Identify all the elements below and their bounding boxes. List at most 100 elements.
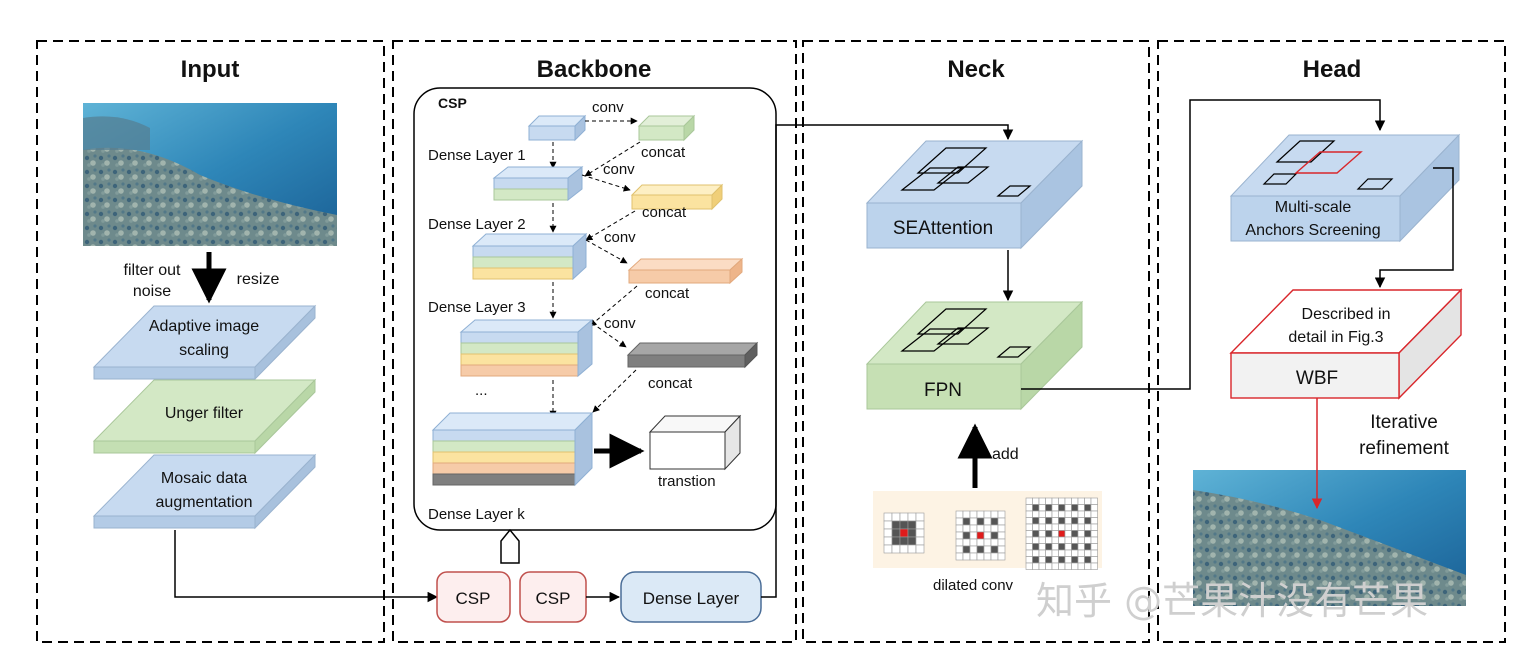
grid-cell bbox=[1051, 510, 1059, 518]
grid-cell bbox=[1051, 530, 1059, 538]
grid-cell bbox=[1077, 549, 1085, 557]
grid-cell bbox=[1058, 510, 1066, 518]
backbone-panel-frame bbox=[392, 40, 797, 643]
grid-cell bbox=[969, 531, 978, 540]
dilated-conv-illustration bbox=[873, 491, 1102, 570]
resize-label: resize bbox=[237, 271, 280, 288]
grid-cell bbox=[907, 528, 917, 538]
grid-cell bbox=[915, 528, 925, 538]
ellipsis-label: ... bbox=[475, 382, 488, 399]
grid-cell bbox=[983, 531, 992, 540]
described-label-1: Described in bbox=[1302, 306, 1391, 323]
grid-cell bbox=[891, 512, 901, 522]
grid-cell bbox=[1051, 556, 1059, 564]
grid-cell bbox=[899, 528, 909, 538]
grid-cell bbox=[962, 531, 971, 540]
conv-arrow-2 bbox=[581, 174, 631, 192]
grid-cell bbox=[997, 545, 1006, 554]
grid-cell bbox=[976, 545, 985, 554]
grid-cell bbox=[891, 544, 901, 554]
concat-return-arrow-4 bbox=[592, 369, 637, 413]
grid-cell bbox=[915, 512, 925, 522]
adaptive-label-1: Adaptive image bbox=[149, 318, 259, 335]
grid-cell bbox=[1090, 562, 1098, 570]
concat-1-block bbox=[637, 114, 696, 142]
grid-cell bbox=[1077, 556, 1085, 564]
grid-cell bbox=[962, 510, 971, 519]
grid-cell bbox=[915, 520, 925, 530]
grid-cell bbox=[1084, 543, 1092, 551]
csp-block-a-label: CSP bbox=[456, 589, 491, 608]
grid-cell bbox=[1051, 504, 1059, 512]
dense-layer-k-block bbox=[431, 411, 594, 487]
grid-cell bbox=[1058, 556, 1066, 564]
grid-cell bbox=[1032, 536, 1040, 544]
grid-cell bbox=[1064, 536, 1072, 544]
grid-cell bbox=[1025, 549, 1033, 557]
grid-cell bbox=[1064, 497, 1072, 505]
backbone-title: Backbone bbox=[537, 56, 652, 83]
input-panel-frame bbox=[36, 40, 385, 643]
concat-2-label: concat bbox=[642, 204, 687, 221]
msas-label-1: Multi-scale bbox=[1275, 199, 1352, 216]
grid-cell bbox=[1045, 562, 1053, 570]
grid-cell bbox=[1058, 504, 1066, 512]
grid-cell bbox=[1084, 556, 1092, 564]
grid-cell bbox=[1045, 549, 1053, 557]
grid-cell bbox=[1045, 530, 1053, 538]
grid-cell bbox=[1032, 562, 1040, 570]
conv-label-2: conv bbox=[603, 161, 635, 178]
grid-cell bbox=[1071, 556, 1079, 564]
grid-cell bbox=[1025, 517, 1033, 525]
grid-cell bbox=[955, 524, 964, 533]
grid-cell bbox=[976, 531, 985, 540]
concat-3-label: concat bbox=[645, 285, 690, 302]
grid-cell bbox=[1032, 517, 1040, 525]
watermark: 知乎 @芒果汁没有芒果 bbox=[1036, 579, 1428, 623]
grid-cell bbox=[1090, 504, 1098, 512]
concat-return-arrow-1 bbox=[584, 141, 641, 177]
grid-cell bbox=[955, 531, 964, 540]
grid-cell bbox=[1025, 497, 1033, 505]
grid-cell bbox=[1038, 517, 1046, 525]
grid-cell bbox=[1084, 530, 1092, 538]
grid-cell bbox=[1032, 510, 1040, 518]
concat-1-label: concat bbox=[641, 144, 686, 161]
output-underwater-image bbox=[1193, 470, 1466, 606]
grid-cell bbox=[1064, 543, 1072, 551]
grid-cell bbox=[976, 517, 985, 526]
grid-cell bbox=[1071, 543, 1079, 551]
grid-cell bbox=[1064, 504, 1072, 512]
grid-cell bbox=[1025, 504, 1033, 512]
grid-cell bbox=[962, 524, 971, 533]
grid-cell bbox=[1064, 510, 1072, 518]
grid-cell bbox=[969, 545, 978, 554]
grid-cell bbox=[990, 538, 999, 547]
iterative-label-2: refinement bbox=[1359, 438, 1449, 459]
grid-cell bbox=[1071, 523, 1079, 531]
grid-cell bbox=[907, 512, 917, 522]
transition-label: transtion bbox=[658, 473, 716, 490]
grid-cell bbox=[1090, 510, 1098, 518]
grid-cell bbox=[1084, 510, 1092, 518]
grid-cell bbox=[1071, 510, 1079, 518]
grid-cell bbox=[1051, 549, 1059, 557]
grid-cell bbox=[983, 524, 992, 533]
grid-cell bbox=[1025, 536, 1033, 544]
grid-cell bbox=[1077, 562, 1085, 570]
grid-cell bbox=[1090, 517, 1098, 525]
grid-cell bbox=[1090, 556, 1098, 564]
dilated-grid-2 bbox=[955, 510, 1006, 561]
grid-cell bbox=[976, 552, 985, 561]
conv-arrow-3 bbox=[585, 239, 628, 264]
grid-cell bbox=[962, 545, 971, 554]
grid-cell bbox=[1045, 556, 1053, 564]
grid-cell bbox=[1045, 504, 1053, 512]
anchors-screening-block: Multi-scale Anchors Screening bbox=[1229, 133, 1461, 243]
grid-cell bbox=[1090, 530, 1098, 538]
neck-panel-frame bbox=[802, 40, 1150, 643]
wbf-label: WBF bbox=[1296, 368, 1338, 389]
grid-cell bbox=[883, 536, 893, 546]
screening-to-wbf-connector bbox=[1374, 167, 1454, 289]
grid-cell bbox=[1032, 523, 1040, 531]
